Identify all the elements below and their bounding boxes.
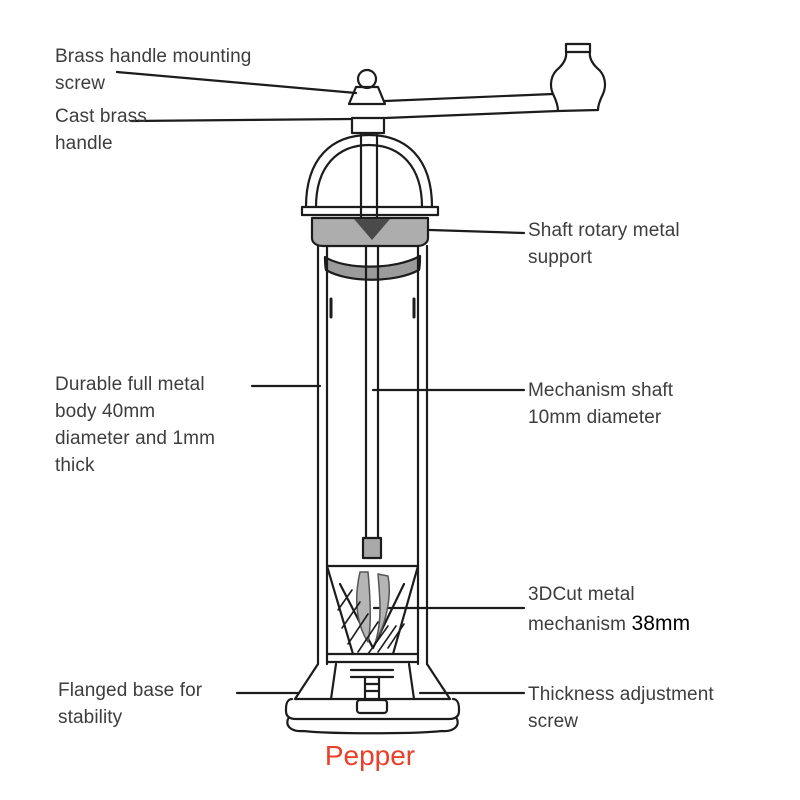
label-mechanism-size: 38mm (631, 611, 691, 635)
mechanism-drawing (325, 564, 420, 664)
label-handle: Cast brass handle (55, 106, 147, 154)
mechanism-shaft-drawing (361, 244, 383, 560)
label-adjustment-screw: Thickness adjustment screw (528, 684, 714, 732)
label-base: Flanged base for stability (58, 680, 203, 728)
leader-handle (129, 117, 354, 123)
label-body: Durable full metal body 40mm diameter an… (55, 374, 216, 476)
label-mechanism-text: 3DCut metal mechanism (528, 584, 635, 635)
label-shaft-support: Shaft rotary metal support (528, 220, 680, 268)
label-mounting-screw: Brass handle mounting screw (55, 46, 252, 94)
handle-knob-drawing (549, 42, 607, 113)
leader-mounting-screw (115, 70, 358, 95)
shaft-support-band-drawing (310, 216, 430, 281)
dome-drawing (300, 133, 440, 217)
body-drawing (316, 244, 429, 666)
crank-arm-drawing (383, 92, 560, 120)
label-mechanism: 3DCut metal mechanism 38mm (528, 582, 728, 639)
label-mechanism-shaft: Mechanism shaft 10mm diameter (528, 380, 674, 428)
mounting-screw-drawing (347, 68, 387, 135)
base-drawing (284, 662, 461, 735)
adjustment-screw-drawing (349, 668, 395, 715)
diagram-title: Pepper (324, 740, 416, 771)
